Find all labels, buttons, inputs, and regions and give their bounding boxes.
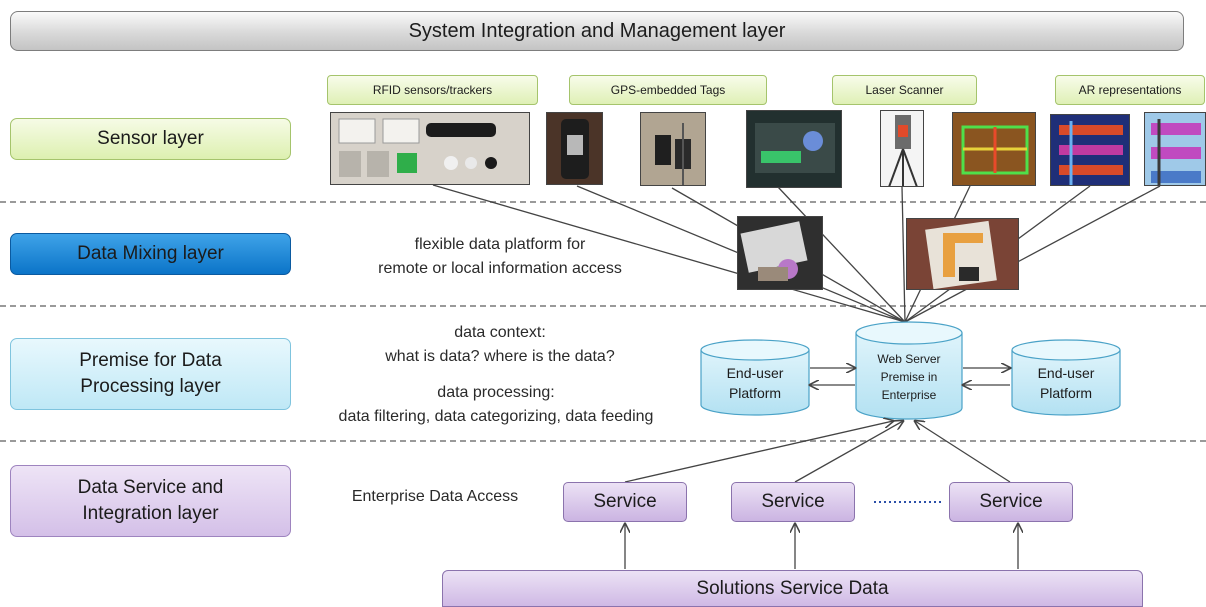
enterprise-data-access-label: Enterprise Data Access [351,488,519,505]
sensor-layer-box: Sensor layer [10,118,291,160]
service-box-3: Service [949,482,1073,522]
data-mixing-layer-box: Data Mixing layer [10,233,291,275]
service-layer-label-1: Data Service and [77,477,224,498]
ar-representation-photo-1 [1050,114,1130,186]
mobile-device-photo [737,216,823,290]
laser-scanner-tag: Laser Scanner [832,75,977,105]
end-user-platform-left-label: End-user Platform [701,360,809,406]
data-processing-annotation: data processing: data filtering, data ca… [298,381,694,429]
layer-separator [0,201,1206,203]
service-layer-box: Data Service and Integration layer [10,465,291,537]
mixing-annotation-line-2: remote or local information access [378,260,622,277]
laser-scan-pointcloud-photo [952,112,1036,186]
ar-representation-photo-2 [1144,112,1206,186]
gps-tag: GPS-embedded Tags [569,75,767,105]
web-server-cylinder [855,321,963,420]
ar-representations-tag: AR representations [1055,75,1205,105]
service-layer-label-2: Integration layer [82,503,219,524]
end-user-platform-right-label: End-user Platform [1012,360,1120,406]
premise-layer-box: Premise for Data Processing layer [10,338,291,410]
premise-layer-label-2: Processing layer [80,376,221,397]
system-integration-bar: System Integration and Management layer [10,11,1184,51]
processing-annotation-line-1: data processing: [437,384,555,401]
gps-tag-photo-1 [546,112,603,185]
service-box-1: Service [563,482,687,522]
mixing-annotation: flexible data platform for remote or loc… [330,233,670,281]
web-server-label: Web Server Premise in Enterprise [856,347,962,407]
rfid-tag: RFID sensors/trackers [327,75,538,105]
laser-scanner-photo-1 [746,110,842,188]
tablet-ar-photo [906,218,1019,290]
left-platform-label-1: End-user [726,365,784,381]
web-server-label-1: Web Server [877,352,941,366]
web-server-label-3: Enterprise [881,388,937,402]
context-annotation-line-2: what is data? where is the data? [385,348,615,365]
right-platform-label-1: End-user [1037,365,1095,381]
solutions-service-data-bar: Solutions Service Data [442,570,1143,607]
end-user-platform-right-cylinder [1011,339,1121,416]
laser-scanner-photo-2 [880,110,924,187]
layer-separator [0,305,1206,307]
rfid-photo [330,112,530,185]
premise-layer-label-1: Premise for Data [79,350,222,371]
web-server-label-2: Premise in [880,370,938,384]
processing-annotation-line-2: data filtering, data categorizing, data … [338,408,654,425]
mixing-annotation-line-1: flexible data platform for [414,236,586,253]
data-context-annotation: data context: what is data? where is the… [320,321,680,369]
gps-tag-photo-2 [640,112,706,186]
right-platform-label-2: Platform [1039,385,1093,401]
end-user-platform-left-cylinder [700,339,810,416]
service-box-2: Service [731,482,855,522]
layer-separator [0,440,1206,442]
left-platform-label-2: Platform [728,385,782,401]
context-annotation-line-1: data context: [454,324,546,341]
